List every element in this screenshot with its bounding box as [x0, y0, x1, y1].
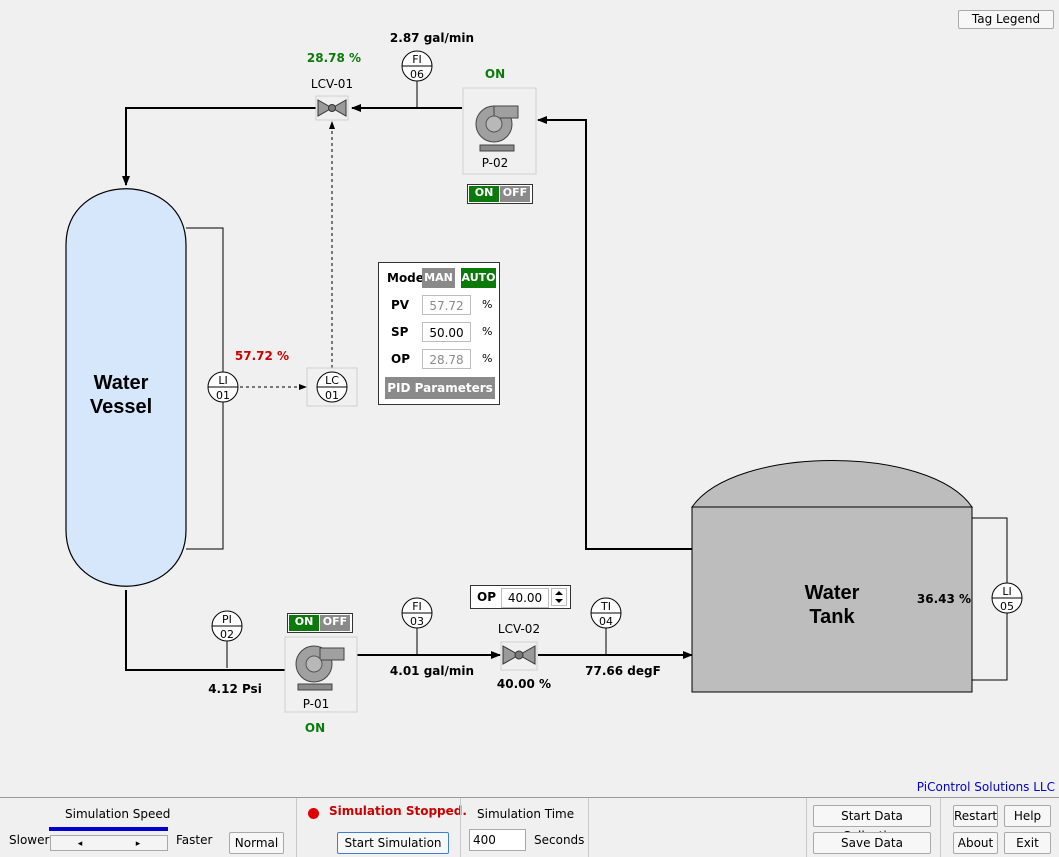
p02-on-button[interactable]: ON: [469, 186, 499, 202]
pid-sp-label: SP: [391, 325, 409, 339]
company-name: PiControl Solutions LLC: [917, 780, 1055, 794]
speed-indicator-bar: [49, 827, 168, 831]
fi06-value: 2.87 gal/min: [390, 31, 474, 45]
p01-on-button[interactable]: ON: [289, 615, 319, 631]
simulation-speed-title: Simulation Speed: [65, 807, 171, 821]
lcv02-op-input[interactable]: 40.00: [501, 588, 549, 608]
svg-text:01: 01: [325, 389, 339, 402]
signal-lines: [240, 121, 335, 390]
pid-mode-label: Mode: [387, 271, 424, 285]
fi03-bubble[interactable]: FI 03: [401, 597, 433, 629]
lcv02-op-spinner[interactable]: [551, 588, 567, 606]
svg-text:LI: LI: [1002, 585, 1011, 598]
svg-text:TI: TI: [600, 600, 611, 613]
pid-pv-unit: %: [482, 298, 493, 311]
fi03-value: 4.01 gal/min: [390, 664, 474, 678]
ti04-value: 77.66 degF: [585, 664, 661, 678]
lcv-02-valve-icon[interactable]: [500, 641, 538, 671]
vessel-label-2: Vessel: [90, 396, 152, 418]
pid-man-button[interactable]: MAN: [422, 268, 455, 288]
p02-on-off-toggle[interactable]: ON OFF: [467, 184, 533, 204]
svg-text:01: 01: [216, 389, 230, 402]
tank-label-2: Tank: [809, 606, 855, 628]
lcv-01-valve-icon[interactable]: [315, 95, 349, 121]
lcv01-name: LCV-01: [311, 77, 353, 91]
ti04-bubble[interactable]: TI 04: [590, 597, 622, 629]
scroll-right-icon[interactable]: ▸: [109, 836, 167, 850]
save-data-button[interactable]: Save Data: [813, 832, 931, 854]
restart-button[interactable]: Restart: [953, 805, 998, 827]
vessel-label-1: Water: [94, 372, 149, 394]
p01-off-button[interactable]: OFF: [320, 615, 350, 631]
spin-down-icon[interactable]: [555, 599, 563, 603]
pid-pv-value: 57.72: [422, 295, 471, 315]
lcv02-op-control: OP 40.00: [470, 585, 571, 609]
svg-text:PI: PI: [222, 613, 232, 626]
slower-label: Slower: [9, 833, 50, 847]
pid-controller-panel: Mode MAN AUTO PV 57.72 % SP 50.00 % OP 2…: [378, 262, 500, 405]
pid-sp-input[interactable]: 50.00: [422, 322, 471, 342]
p01-on-off-toggle[interactable]: ON OFF: [287, 613, 353, 633]
speed-scrollbar[interactable]: ◂ ▸: [50, 835, 168, 851]
li01-value: 57.72 %: [235, 349, 289, 363]
li01-bubble[interactable]: LI 01: [207, 371, 239, 403]
lcv02-opening: 40.00 %: [497, 677, 551, 691]
spin-up-icon[interactable]: [555, 591, 563, 595]
bottom-control-bar: Simulation Speed Slower ◂ ▸ Faster Norma…: [0, 797, 1059, 857]
li05-bubble[interactable]: LI 05: [991, 582, 1023, 614]
pid-parameters-button[interactable]: PID Parameters: [385, 377, 495, 399]
pid-op-unit: %: [482, 352, 493, 365]
p02-off-button[interactable]: OFF: [500, 186, 530, 202]
svg-text:03: 03: [410, 615, 424, 628]
lcv02-op-label: OP: [477, 590, 496, 604]
help-button[interactable]: Help: [1004, 805, 1051, 827]
pi02-value: 4.12 Psi: [208, 682, 262, 696]
pump-p02-icon[interactable]: [462, 87, 537, 175]
pid-pv-label: PV: [391, 298, 410, 312]
svg-text:LI: LI: [218, 374, 227, 387]
pi02-bubble[interactable]: PI 02: [211, 610, 243, 642]
svg-text:06: 06: [410, 68, 424, 81]
status-indicator-icon: [308, 808, 319, 819]
svg-text:FI: FI: [412, 53, 422, 66]
tank-level-value: 36.43 %: [917, 592, 971, 606]
start-simulation-button[interactable]: Start Simulation: [337, 832, 449, 854]
lcv02-name: LCV-02: [498, 622, 540, 636]
simulation-time-title: Simulation Time: [477, 807, 575, 821]
p02-name: P-02: [482, 156, 509, 170]
pid-auto-button[interactable]: AUTO: [461, 268, 496, 288]
p01-status: ON: [305, 721, 325, 735]
tank-label-1: Water: [805, 582, 860, 604]
simulation-status-text: Simulation Stopped.: [329, 804, 467, 818]
svg-text:02: 02: [220, 628, 234, 641]
process-diagram: FI 06 LI 01 LC 01 PI 02 FI 03 TI 04 LI 0…: [65, 31, 1055, 794]
scroll-left-icon[interactable]: ◂: [51, 836, 110, 850]
about-button[interactable]: About: [953, 832, 998, 854]
pid-op-value: 28.78: [422, 349, 471, 369]
simulation-time-input[interactable]: 400: [469, 829, 526, 851]
pid-op-label: OP: [391, 352, 410, 366]
exit-button[interactable]: Exit: [1004, 832, 1051, 854]
water-tank: [691, 460, 973, 693]
p02-status: ON: [485, 67, 505, 81]
lcv01-opening: 28.78 %: [307, 51, 361, 65]
faster-label: Faster: [176, 833, 213, 847]
pid-sp-unit: %: [482, 325, 493, 338]
normal-speed-button[interactable]: Normal: [229, 832, 284, 854]
lc01-bubble[interactable]: LC 01: [316, 371, 348, 403]
process-pipes: [122, 104, 693, 671]
fi06-bubble[interactable]: FI 06: [401, 50, 433, 82]
tag-legend-button[interactable]: Tag Legend: [958, 10, 1054, 29]
start-data-collection-button[interactable]: Start Data Collection: [813, 805, 931, 843]
water-vessel: [65, 188, 187, 587]
p01-name: P-01: [303, 697, 330, 711]
svg-text:LC: LC: [325, 374, 339, 387]
seconds-label: Seconds: [534, 833, 585, 847]
svg-text:04: 04: [599, 615, 613, 628]
pump-p01-icon[interactable]: [284, 636, 358, 713]
svg-text:05: 05: [1000, 600, 1014, 613]
svg-text:FI: FI: [412, 600, 422, 613]
